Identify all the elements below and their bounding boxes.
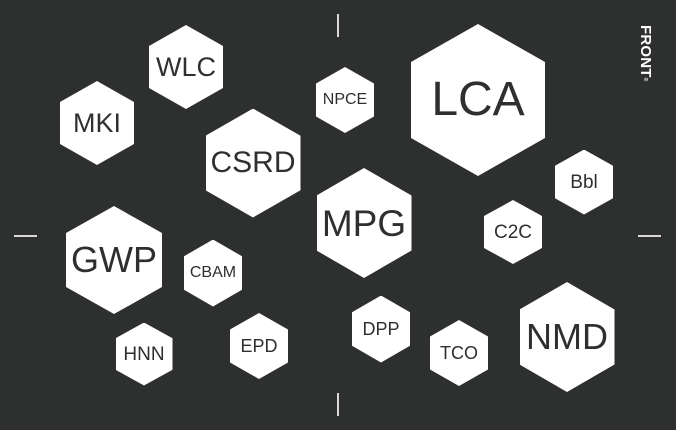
hexagon-label: EPD	[240, 336, 278, 356]
brand-wordmark: FRONT®	[636, 25, 654, 82]
hexagon-label: WLC	[156, 51, 216, 82]
hexagon-label: NPCE	[322, 91, 368, 108]
hexagon-label: MPG	[321, 202, 407, 244]
brand-name: FRONT	[637, 25, 654, 78]
brand-logo: FRONT®	[636, 25, 654, 91]
hexagon-hnn: HNN	[115, 322, 173, 386]
hexagon-lca: LCA	[411, 24, 545, 176]
hexagon-wlc: WLC	[149, 25, 223, 109]
hexagon-gwp: GWP	[66, 206, 162, 314]
hexagon-label: NMD	[526, 316, 608, 357]
crop-mark-right	[638, 235, 661, 237]
crop-mark-bottom	[337, 393, 339, 416]
hexagon-label: C2C	[493, 221, 532, 243]
crop-mark-left	[14, 235, 37, 237]
hexagon-c2c: C2C	[484, 200, 542, 264]
hexagon-label: GWP	[71, 239, 157, 280]
hexagon-csrd: CSRD	[205, 108, 301, 218]
hexagon-mpg: MPG	[316, 168, 412, 278]
hexagon-label: Bbl	[570, 171, 598, 193]
hexagon-bbl: Bbl	[555, 149, 613, 215]
hexagon-label: LCA	[431, 73, 525, 126]
hexagon-npce: NPCE	[316, 67, 374, 133]
hexagon-dpp: DPP	[352, 295, 410, 363]
hexagon-tco: TCO	[430, 320, 488, 386]
hexagon-mki: MKI	[60, 81, 134, 165]
hexagon-label: MKI	[72, 107, 121, 138]
hexagon-epd: EPD	[230, 313, 288, 379]
hexagon-label: CSRD	[210, 146, 296, 179]
hexagon-label: DPP	[362, 319, 400, 339]
registered-mark: ®	[642, 77, 648, 82]
hexagon-label: HNN	[123, 343, 165, 365]
crop-mark-top	[337, 14, 339, 37]
hexagon-label: CBAM	[189, 264, 237, 281]
hexagon-label: TCO	[440, 343, 478, 363]
hexagon-cbam: CBAM	[184, 239, 242, 307]
hexagon-nmd: NMD	[519, 282, 615, 392]
